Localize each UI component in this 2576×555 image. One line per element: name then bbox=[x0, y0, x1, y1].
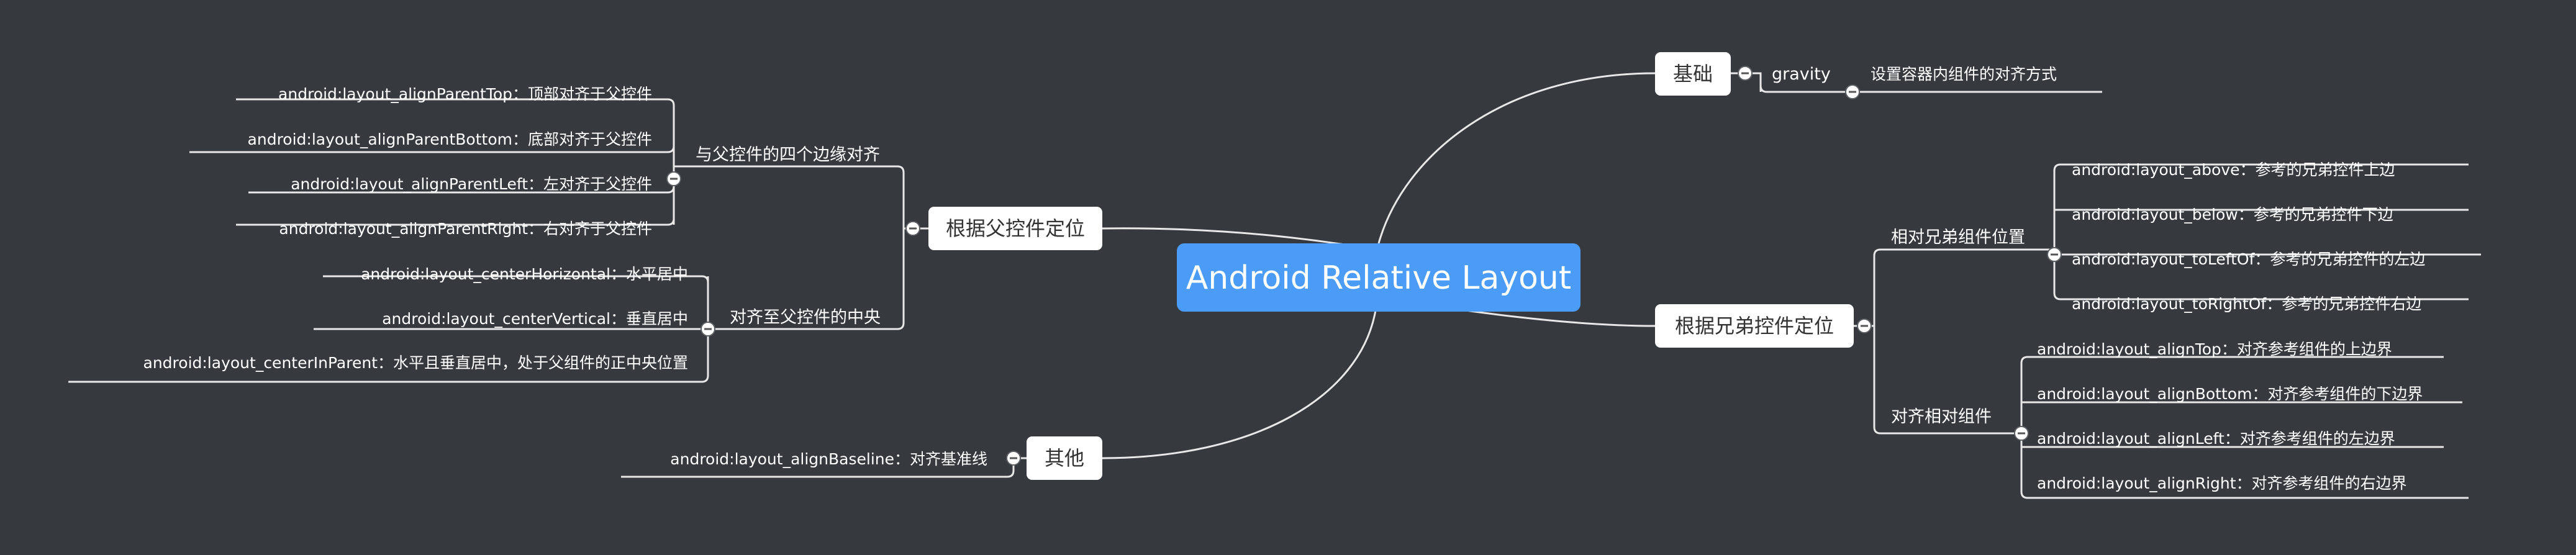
basic-leaf-label: 设置容器内组件的对齐方式 bbox=[1871, 65, 2057, 83]
basic-collapse-toggle[interactable] bbox=[1738, 66, 1753, 81]
topic-basic-label: 基础 bbox=[1673, 62, 1713, 86]
other-connector bbox=[621, 457, 1027, 478]
topic-parent[interactable]: 根据父控件定位 bbox=[928, 207, 1102, 250]
sibling-group-relative-collapse-toggle[interactable] bbox=[2047, 247, 2062, 262]
topic-other[interactable]: 其他 bbox=[1027, 436, 1102, 480]
sibling-bracket bbox=[1873, 248, 2054, 435]
leaf-align-left: android:layout_alignLeft：对齐参考组件的左边界 bbox=[2037, 430, 2395, 448]
topic-other-box bbox=[1027, 436, 1102, 480]
basic-child-label: gravity bbox=[1772, 65, 1831, 84]
connector-basic bbox=[1377, 72, 1656, 244]
topic-other-label: 其他 bbox=[1045, 446, 1084, 470]
parent-group-center-bracket bbox=[68, 275, 709, 383]
parent-group-edges-collapse-toggle[interactable] bbox=[666, 171, 681, 186]
parent-group-edges-bracket bbox=[189, 98, 675, 226]
leaf-align-parent-bottom: android:layout_alignParentBottom：底部对齐于父控… bbox=[248, 130, 652, 148]
leaf-align-bottom: android:layout_alignBottom：对齐参考组件的下边界 bbox=[2037, 385, 2423, 403]
topic-parent-box bbox=[928, 207, 1102, 250]
sibling-group-align-label: 对齐相对组件 bbox=[1891, 407, 1992, 426]
topic-basic[interactable]: 基础 bbox=[1655, 52, 1731, 96]
leaf-align-baseline: android:layout_alignBaseline：对齐基准线 bbox=[670, 450, 987, 468]
parent-bracket bbox=[674, 165, 905, 330]
leaf-align-parent-right: android:layout_alignParentRight：右对齐于父控件 bbox=[279, 220, 652, 238]
topic-sibling[interactable]: 根据兄弟控件定位 bbox=[1655, 304, 1854, 348]
leaf-align-parent-left: android:layout_alignParentLeft：左对齐于父控件 bbox=[291, 175, 652, 193]
leaf-center-horizontal: android:layout_centerHorizontal：水平居中 bbox=[361, 265, 688, 283]
leaf-align-top: android:layout_alignTop：对齐参考组件的上边界 bbox=[2037, 340, 2392, 358]
connector-sibling bbox=[1465, 309, 1656, 327]
sibling-group-relative-label: 相对兄弟组件位置 bbox=[1891, 228, 2025, 247]
sibling-group-align-collapse-toggle[interactable] bbox=[2014, 426, 2029, 441]
parent-collapse-toggle[interactable] bbox=[905, 221, 920, 236]
leaf-to-left-of: android:layout_toLeftOf：参考的兄弟控件的左边 bbox=[2072, 250, 2425, 268]
topic-basic-box bbox=[1655, 52, 1731, 96]
leaf-center-in-parent: android:layout_centerInParent：水平且垂直居中，处于… bbox=[143, 354, 688, 372]
parent-group-center-collapse-toggle[interactable] bbox=[701, 322, 715, 336]
connector-other bbox=[1102, 310, 1377, 459]
root-box bbox=[1177, 243, 1581, 312]
basic-child-collapse-toggle[interactable] bbox=[1845, 84, 1860, 99]
root-label: Android Relative Layout bbox=[1186, 259, 1572, 297]
parent-group-edges-label: 与父控件的四个边缘对齐 bbox=[696, 145, 880, 165]
leaf-center-vertical: android:layout_centerVertical：垂直居中 bbox=[382, 310, 688, 328]
sibling-group-align-bracket bbox=[2020, 356, 2469, 499]
leaf-above: android:layout_above：参考的兄弟控件上边 bbox=[2072, 161, 2395, 179]
root-topic[interactable]: Android Relative Layout bbox=[1177, 243, 1581, 312]
sibling-collapse-toggle[interactable] bbox=[1857, 318, 1872, 333]
leaf-align-right: android:layout_alignRight：对齐参考组件的右边界 bbox=[2037, 474, 2407, 492]
topic-sibling-label: 根据兄弟控件定位 bbox=[1675, 314, 1834, 338]
other-collapse-toggle[interactable] bbox=[1006, 451, 1021, 466]
sibling-group-relative-bracket bbox=[2053, 163, 2481, 300]
leaf-to-right-of: android:layout_toRightOf：参考的兄弟控件右边 bbox=[2072, 295, 2421, 313]
leaf-align-parent-top: android:layout_alignParentTop：顶部对齐于父控件 bbox=[278, 85, 652, 103]
topic-parent-label: 根据父控件定位 bbox=[946, 217, 1085, 240]
parent-group-center-label: 对齐至父控件的中央 bbox=[730, 308, 881, 327]
topic-sibling-box bbox=[1655, 304, 1854, 348]
leaf-below: android:layout_below：参考的兄弟控件下边 bbox=[2072, 205, 2393, 223]
